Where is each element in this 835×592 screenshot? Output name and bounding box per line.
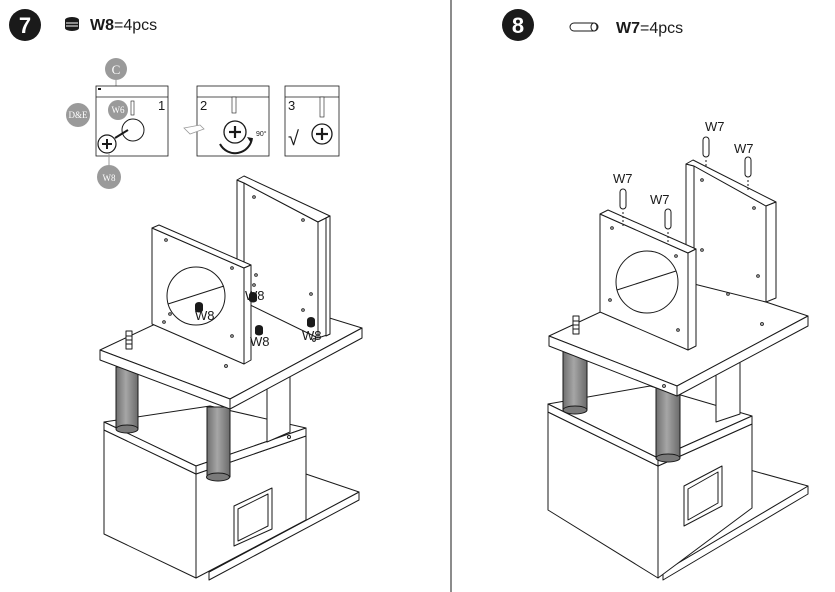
dowel-4 bbox=[744, 156, 752, 190]
svg-text:W8=4pcs: W8=4pcs bbox=[90, 17, 157, 34]
step8-badge bbox=[502, 9, 534, 41]
step7-badge bbox=[9, 9, 41, 41]
callout-w8-2: W8 bbox=[245, 288, 265, 303]
cam-lock-icon bbox=[65, 17, 79, 31]
step7-callouts: W8 W8 W8 W8 bbox=[195, 288, 322, 349]
tag-w8 bbox=[97, 165, 121, 189]
cam-lock-2 bbox=[249, 292, 257, 303]
tag-w6-label: W6 bbox=[112, 105, 125, 115]
callout-w8-1: W8 bbox=[195, 308, 215, 323]
step8-dowels bbox=[619, 136, 752, 244]
cam-lock-4 bbox=[307, 317, 315, 328]
tag-c-label: C bbox=[112, 62, 121, 77]
tag-w6 bbox=[108, 100, 128, 120]
inset-angle: 90° bbox=[256, 130, 267, 138]
tag-w8-label: W8 bbox=[103, 173, 116, 183]
step7-posts bbox=[115, 366, 231, 482]
cam-lock-1 bbox=[195, 302, 203, 313]
inset-box-3 bbox=[284, 85, 340, 157]
step7-cam-locks bbox=[195, 292, 315, 336]
callout-w7-3: W7 bbox=[705, 119, 725, 134]
step8-quantity: =4pcs bbox=[640, 20, 683, 37]
dowel-2 bbox=[664, 208, 672, 244]
callout-w8-4: W8 bbox=[302, 328, 322, 343]
step8-part-code: W7 bbox=[616, 20, 640, 37]
dowel-icon bbox=[569, 22, 599, 32]
cam-lock-3 bbox=[255, 325, 263, 336]
step8-callouts: W7 W7 W7 W7 bbox=[613, 119, 754, 207]
step7-part-code: W8 bbox=[90, 17, 114, 34]
svg-text:W7=4pcs: W7=4pcs bbox=[616, 20, 683, 37]
callout-w7-1: W7 bbox=[613, 171, 633, 186]
post-right bbox=[655, 385, 681, 459]
step7-quantity: =4pcs bbox=[114, 17, 157, 34]
step7-inset: C D&E 1 W6 W8 2 90° 3 √ bbox=[66, 58, 340, 189]
callout-w7-2: W7 bbox=[650, 192, 670, 207]
step7-assembly bbox=[99, 175, 363, 581]
inset-step-1: 1 bbox=[158, 98, 165, 113]
dowel-1 bbox=[619, 188, 627, 226]
callout-w7-4: W7 bbox=[734, 141, 754, 156]
dowel-3 bbox=[702, 136, 710, 168]
step8-number: 8 bbox=[512, 13, 524, 38]
step8-assembly bbox=[547, 159, 809, 581]
inset-step-2: 2 bbox=[200, 98, 207, 113]
step7-header: 7 W8=4pcs bbox=[9, 9, 157, 41]
step7-number: 7 bbox=[19, 13, 31, 38]
callout-w8-3: W8 bbox=[250, 334, 270, 349]
tag-dne bbox=[66, 103, 90, 127]
inset-check: √ bbox=[288, 128, 299, 150]
post-right bbox=[206, 406, 231, 478]
front-panel-hole bbox=[615, 250, 679, 314]
tag-dne-label: D&E bbox=[69, 110, 89, 120]
tag-c bbox=[105, 58, 127, 80]
front-panel-hole bbox=[166, 266, 226, 326]
post-left bbox=[115, 366, 139, 430]
inset-step-3: 3 bbox=[288, 98, 295, 113]
step8-header: 8 W7=4pcs bbox=[502, 9, 683, 41]
